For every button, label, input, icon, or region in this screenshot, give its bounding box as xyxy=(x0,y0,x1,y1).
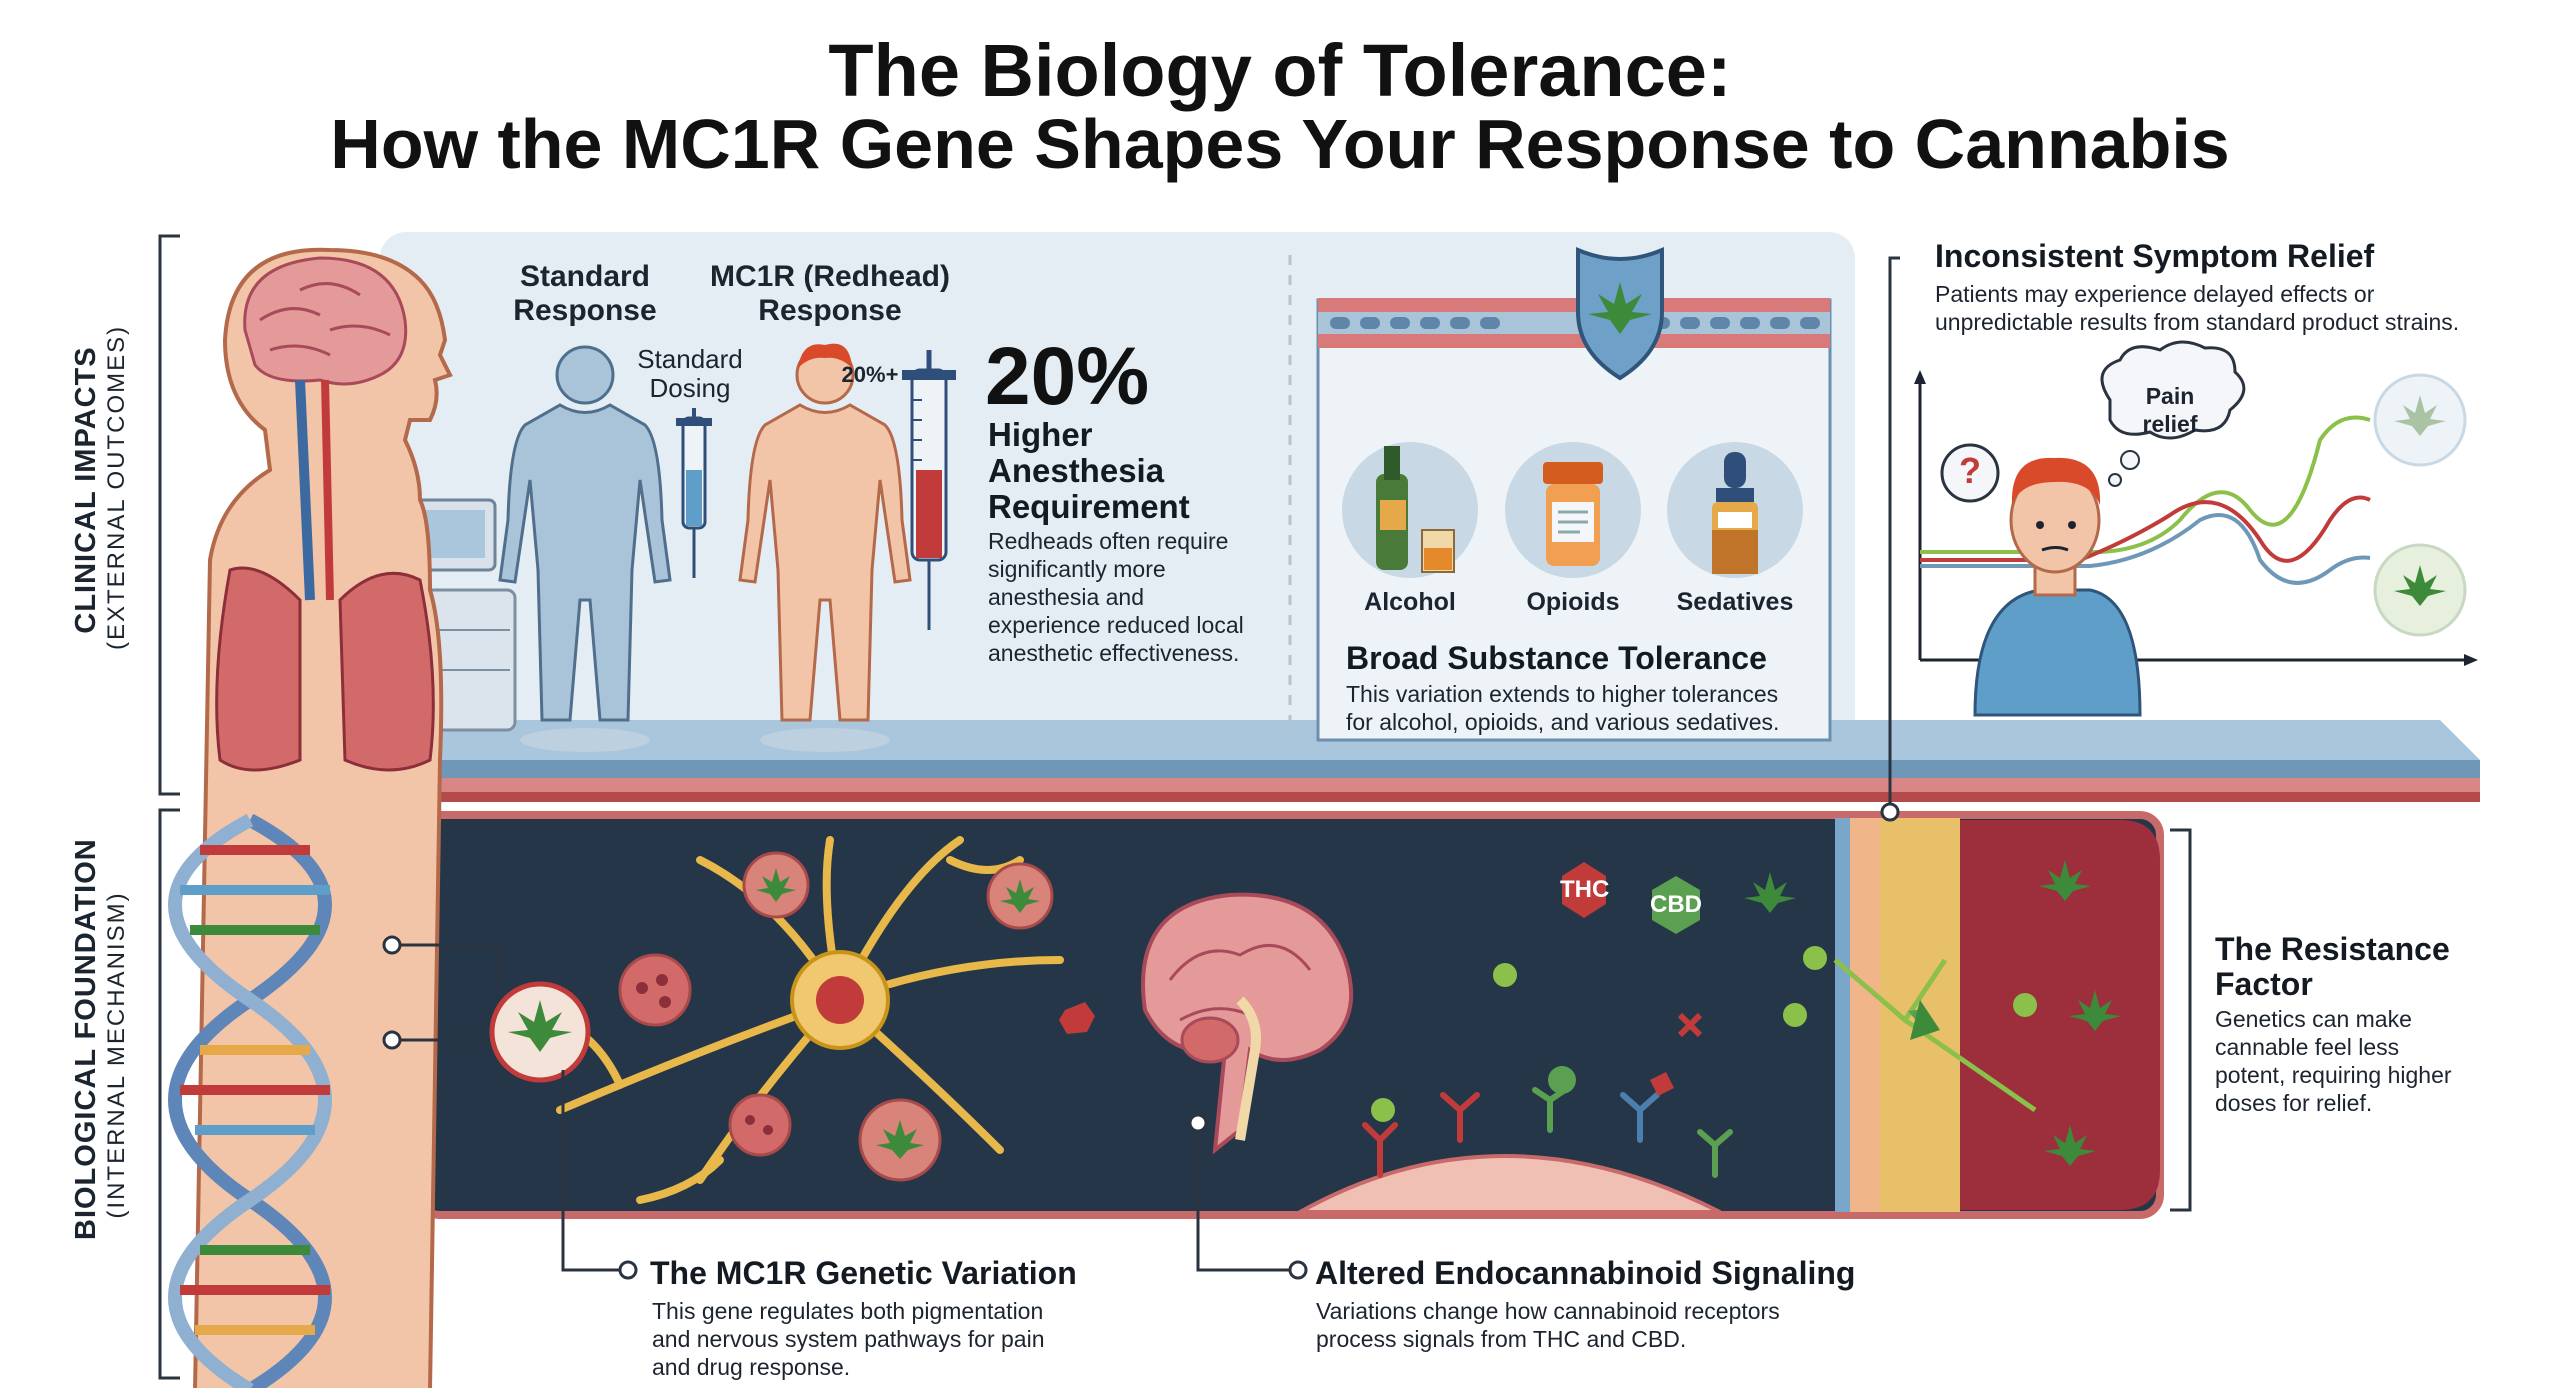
symptom-relief-heading: Inconsistent Symptom Relief xyxy=(1935,238,2375,274)
resistance-description: Genetics can make cannable feel less pot… xyxy=(2215,1006,2452,1116)
red-hair xyxy=(798,343,852,368)
thought-bubble xyxy=(2100,340,2246,440)
brain-cross-section-icon xyxy=(1141,892,1354,1155)
standard-dosing-label: Standard Dosing xyxy=(637,344,743,403)
resistance-heading: The Resistance Factor xyxy=(2215,931,2450,1002)
cbd-label: CBD xyxy=(1650,891,1702,918)
anesthesia-heading: Higher Anesthesia Requirement xyxy=(988,416,1190,525)
mc1r-response-label: MC1R (Redhead) Response xyxy=(709,260,950,327)
thc-label: THC xyxy=(1560,876,1610,903)
substance-tolerance-heading: Broad Substance Tolerance xyxy=(1346,640,1767,676)
receptor-icons xyxy=(1362,1087,1733,1178)
standard-response-label: Standard Response xyxy=(513,260,657,327)
signaling-heading: Altered Endocannabinoid Signaling xyxy=(1315,1255,1856,1291)
page-title: The Biology of Tolerance: xyxy=(828,29,1732,112)
blocked-x-icon xyxy=(1677,1012,1703,1038)
substance-tolerance-description: This variation extends to higher toleran… xyxy=(1346,681,1780,735)
redhead-body-figure xyxy=(738,345,912,722)
brain-icon xyxy=(243,256,408,386)
section-brackets xyxy=(158,234,180,1380)
anesthesia-stat: 20% xyxy=(985,331,1150,422)
cannabis-vesicle-icons xyxy=(618,851,1095,1182)
mc1r-variation-heading: The MC1R Genetic Variation xyxy=(650,1255,1077,1291)
dna-helix-icon xyxy=(168,813,332,1388)
page-subtitle: How the MC1R Gene Shapes Your Response t… xyxy=(330,105,2230,183)
cell-membrane xyxy=(1292,1154,1721,1214)
signaling-description: Variations change how cannabinoid recept… xyxy=(1316,1298,1780,1352)
mc1r-variation-description: This gene regulates both pigmentation an… xyxy=(652,1298,1045,1380)
mc1r-syringe-icon xyxy=(902,350,956,630)
lungs-icon xyxy=(215,566,302,772)
human-anatomy-figure xyxy=(193,247,453,1388)
dose-plus-label: 20%+ xyxy=(841,362,899,387)
tissue-region xyxy=(1960,820,2160,1210)
anesthesia-description: Redheads often require significantly mor… xyxy=(988,528,1244,666)
cannabis-leaf-icon xyxy=(1744,872,1796,913)
pain-relief-bubble-text: Pain relief xyxy=(2142,383,2198,437)
sedatives-label: Sedatives xyxy=(1676,588,1794,616)
thc-hexagon xyxy=(1562,862,1606,918)
symptom-relief-description: Patients may experience delayed effects … xyxy=(1935,281,2460,335)
standard-syringe-icon xyxy=(676,408,712,578)
shelf-edge xyxy=(420,760,2480,778)
alcohol-icon xyxy=(1342,442,1478,578)
symptom-relief-graph xyxy=(1914,370,2478,666)
patient-figure-icon xyxy=(1973,457,2142,717)
cbd-hexagon xyxy=(1652,876,1700,934)
alcohol-label: Alcohol xyxy=(1364,588,1456,616)
question-mark-icon: ? xyxy=(1959,450,1981,491)
standard-body-figure xyxy=(498,345,672,722)
opioids-label: Opioids xyxy=(1526,588,1620,616)
